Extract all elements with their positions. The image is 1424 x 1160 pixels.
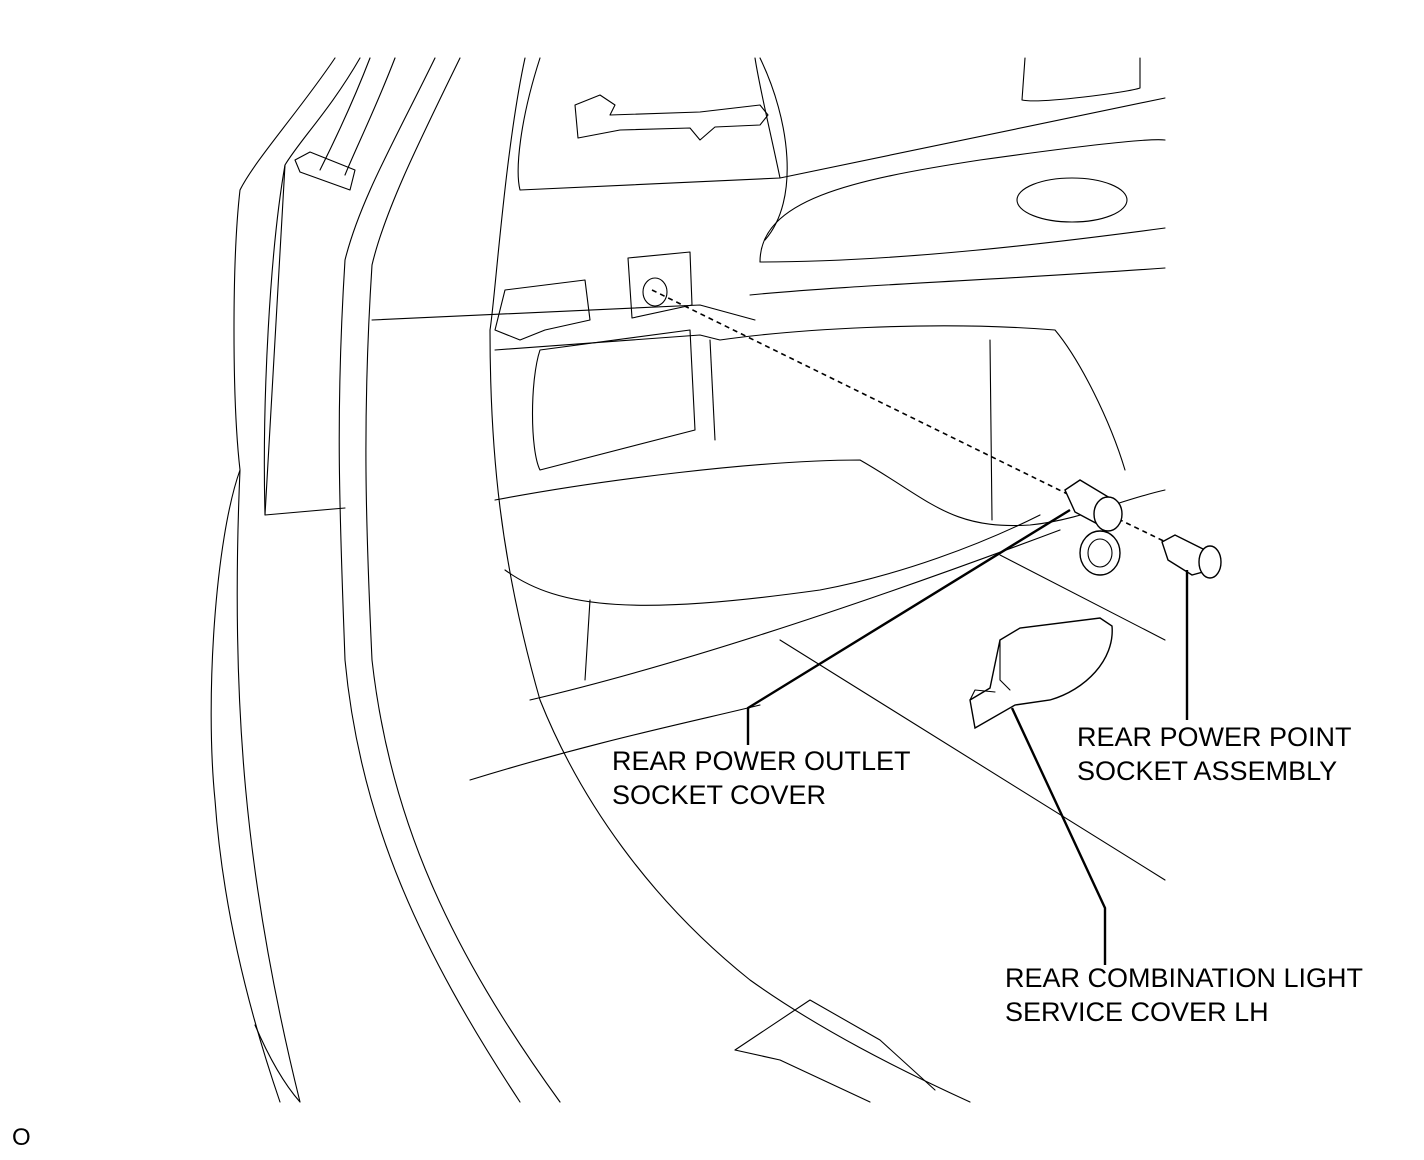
rear-door-frame xyxy=(210,57,971,1103)
upper-trim-panel xyxy=(517,57,1166,296)
callout-line: REAR POWER OUTLET xyxy=(612,746,911,776)
leader-service-cover xyxy=(1010,707,1107,965)
callout-line: SERVICE COVER LH xyxy=(1005,997,1269,1027)
callout-line: REAR COMBINATION LIGHT xyxy=(1005,963,1364,993)
callout-socket-assembly: REAR POWER POINT SOCKET ASSEMBLY xyxy=(1077,720,1352,788)
callout-service-cover: REAR COMBINATION LIGHT SERVICE COVER LH xyxy=(1005,961,1363,1029)
install-path-outlet xyxy=(651,289,1101,511)
callout-line: SOCKET ASSEMBLY xyxy=(1077,756,1338,786)
service-cover-part xyxy=(969,617,1113,730)
leader-lines xyxy=(746,508,1189,965)
figure-code: O xyxy=(12,1124,31,1151)
callout-line: SOCKET COVER xyxy=(612,780,827,810)
leader-outlet-cover xyxy=(746,508,1071,745)
socket-assembly-part xyxy=(1161,534,1222,579)
trunk-floor xyxy=(469,704,936,1103)
lower-side-panel xyxy=(371,251,1166,881)
callout-line: REAR POWER POINT xyxy=(1077,722,1352,752)
outlet-socket-cover-part xyxy=(642,277,1123,576)
callout-outlet-cover: REAR POWER OUTLET SOCKET COVER xyxy=(612,744,911,812)
